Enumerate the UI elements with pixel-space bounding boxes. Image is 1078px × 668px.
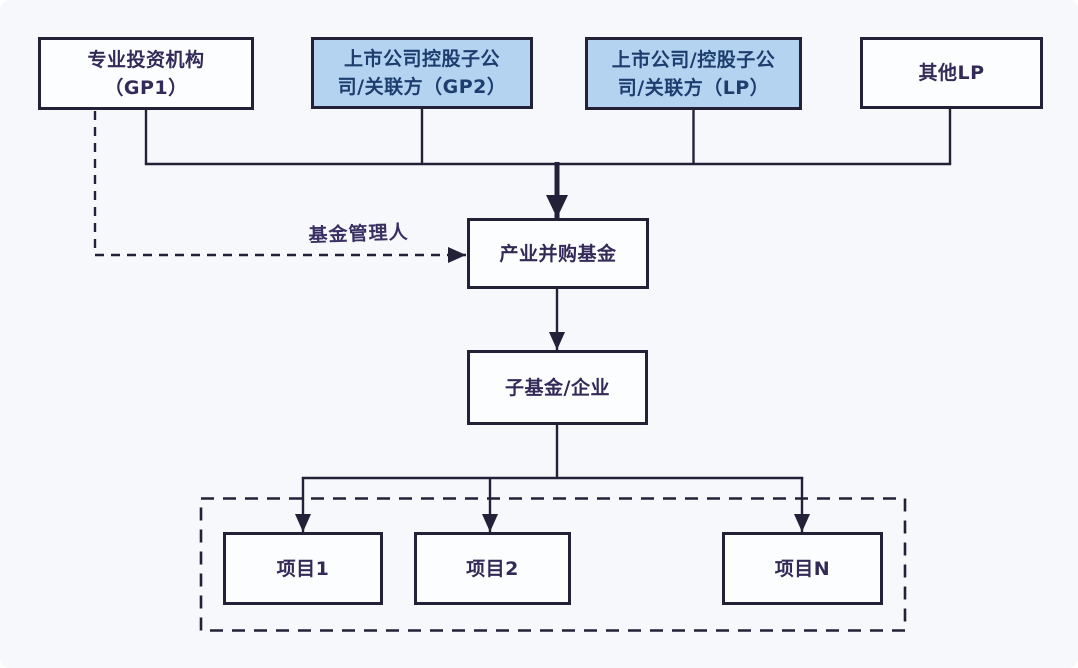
- node-other-lp: 其他LP: [860, 37, 1043, 109]
- node-project2-label: 项目2: [466, 557, 519, 580]
- node-lp-label-line1: 上市公司/控股子公: [611, 48, 776, 71]
- node-subfund-enterprise-label: 子基金/企业: [505, 376, 610, 399]
- node-projectN: 项目N: [722, 532, 883, 605]
- edge-fund-manager-dashed-arrow: [93, 111, 466, 263]
- node-industrial-ma-fund: 产业并购基金: [467, 218, 649, 289]
- node-project1: 项目1: [223, 532, 383, 605]
- node-gp2-label-line1: 上市公司控股子公: [343, 48, 500, 70]
- projects-dashed-container: [199, 497, 907, 632]
- node-gp2: 上市公司控股子公 司/关联方（GP2）: [311, 37, 533, 109]
- node-subfund-enterprise: 子基金/企业: [467, 350, 648, 425]
- node-gp2-label-line2: 司/关联方（GP2）: [337, 76, 507, 98]
- node-other-lp-label: 其他LP: [918, 62, 985, 84]
- node-gp1-label-line1: 专业投资机构: [87, 48, 205, 71]
- node-lp: 上市公司/控股子公 司/关联方（LP）: [585, 37, 802, 110]
- node-project1-label: 项目1: [276, 557, 330, 580]
- node-gp1: 专业投资机构 （GP1）: [38, 37, 254, 110]
- node-lp-label-line2: 司/关联方（LP）: [617, 76, 770, 99]
- node-project2: 项目2: [414, 532, 571, 605]
- node-industrial-ma-fund-label: 产业并购基金: [499, 242, 617, 265]
- fund-manager-edge-label: 基金管理人: [308, 221, 409, 247]
- node-gp1-label-line2: （GP1）: [104, 76, 188, 99]
- node-projectN-label: 项目N: [774, 557, 831, 580]
